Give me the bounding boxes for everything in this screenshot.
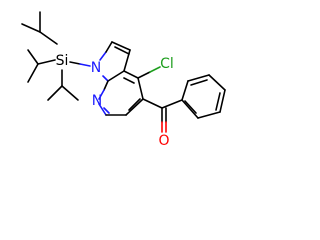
pyrrolopyridine-core-bonds — [98, 41, 161, 116]
silicon-atom-label: Si — [56, 53, 69, 69]
oxygen-atom-label: O — [158, 133, 169, 149]
pyridine-nitrogen-label: N — [92, 93, 102, 109]
benzoyl-bonds — [142, 74, 226, 133]
triisopropylsilyl-bonds — [21, 11, 91, 101]
pyrrole-nitrogen-label: N — [91, 60, 101, 76]
chemical-structure: Si N N Cl O — [21, 11, 226, 149]
chlorine-atom-label: Cl — [160, 56, 174, 72]
